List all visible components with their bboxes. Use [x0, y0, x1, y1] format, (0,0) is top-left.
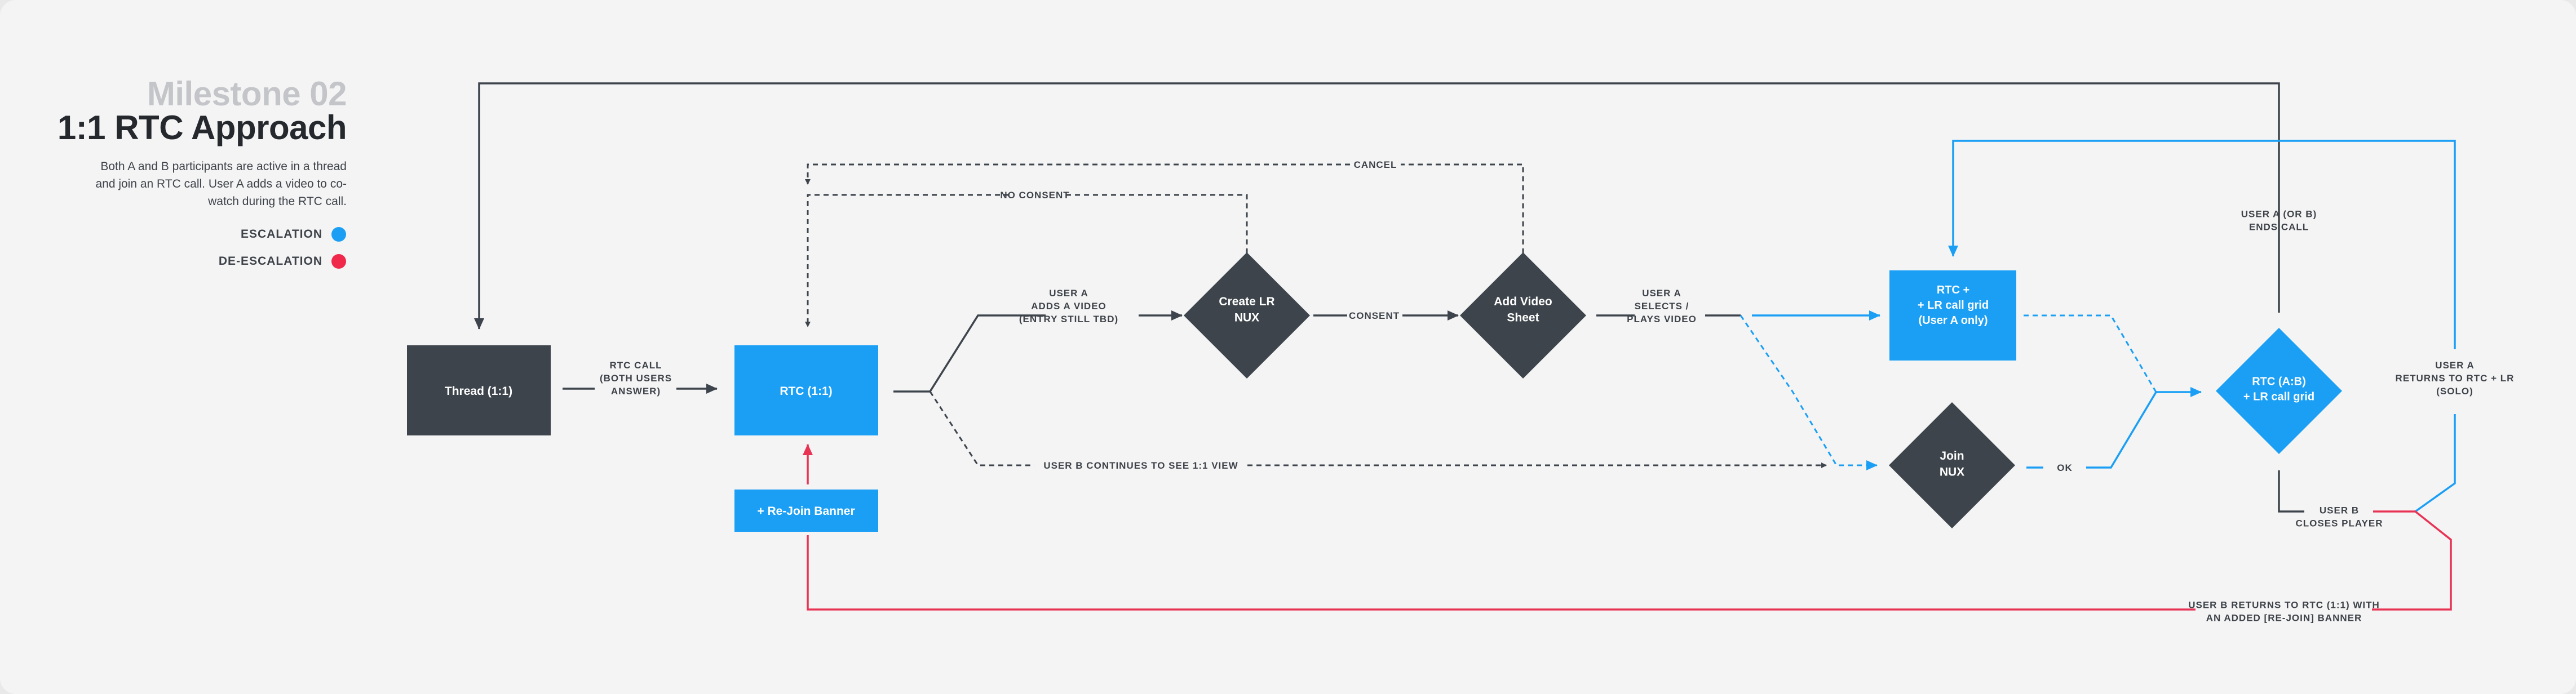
edge-user-b-closes: [2278, 470, 2304, 513]
edge-user-b-continues: [929, 391, 1034, 466]
node-rtc-ab: RTC (A:B)+ LR call grid: [2216, 328, 2342, 454]
diagram-description: Both A and B participants are active in …: [95, 160, 347, 208]
node-rtc-ab-label: RTC (A:B)+ LR call grid: [2243, 375, 2314, 403]
edge-to-join-nux: [1740, 315, 1878, 470]
node-rtc-lr-grid-label: RTC ++ LR call grid(User A only): [1918, 284, 1989, 327]
edge-label-no-consent: NO CONSENT: [1000, 190, 1069, 201]
node-thread: Thread (1:1): [407, 345, 551, 435]
edge-label-ok: OK: [2057, 462, 2073, 473]
legend-escalation-dot: [331, 227, 346, 242]
legend-de-escalation-dot: [331, 254, 346, 269]
node-rtc-label: RTC (1:1): [780, 385, 832, 398]
legend-escalation: ESCALATION: [241, 227, 346, 242]
node-rtc: RTC (1:1): [734, 345, 878, 435]
edge-label-cancel: CANCEL: [1354, 159, 1397, 170]
legend-de-escalation: DE-ESCALATION: [219, 254, 346, 269]
edge-user-a-returns: [1948, 140, 2456, 349]
node-thread-label: Thread (1:1): [445, 385, 512, 398]
node-rejoin-banner-label: + Re-Join Banner: [757, 505, 855, 518]
edge-no-consent: [1061, 194, 1248, 253]
node-rejoin-banner: + Re-Join Banner: [734, 490, 878, 532]
legend-escalation-label: ESCALATION: [241, 228, 322, 241]
legend-de-escalation-label: DE-ESCALATION: [218, 255, 322, 268]
edge-end-call-loop: [474, 82, 2280, 330]
node-rtc-lr-grid: RTC ++ LR call grid(User A only): [1889, 270, 2016, 361]
edge-user-b-returns: [807, 535, 2196, 611]
edge-grid-to-rtc-ab: [2024, 314, 2157, 393]
edge-label-consent: CONSENT: [1349, 310, 1400, 321]
edge-label-user-b-continues: USER B CONTINUES TO SEE 1:1 VIEW: [1043, 460, 1238, 471]
diagram-title: 1:1 RTC Approach: [57, 109, 347, 146]
milestone-label: Milestone 02: [147, 75, 347, 113]
edge-label-user-a-or-b-ends: USER A (OR B)ENDS CALL: [2241, 209, 2317, 233]
edge-cancel: [1401, 163, 1524, 253]
